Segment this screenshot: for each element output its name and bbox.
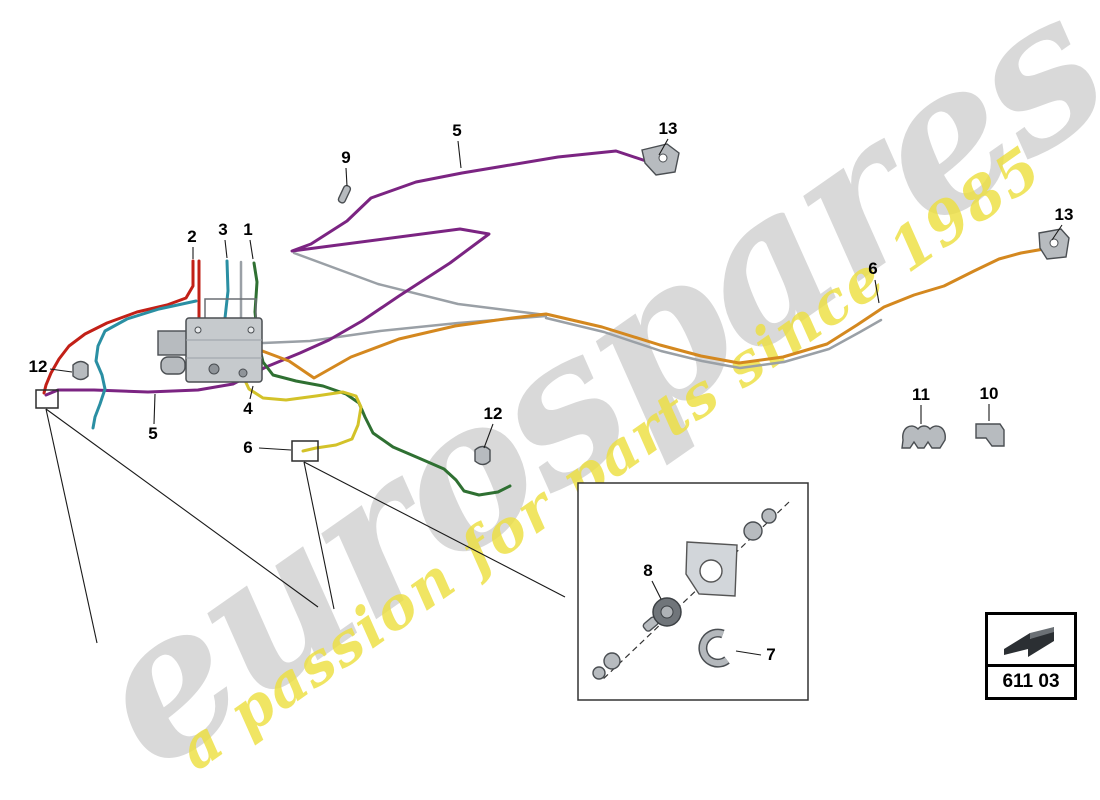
brake-servo-unit [157, 298, 263, 383]
union-fitting-top [761, 508, 777, 524]
pipe-teal-branch [91, 299, 198, 430]
callout-2: 2 [187, 227, 197, 246]
pipe-orange [255, 247, 1046, 380]
pump-bolt [238, 368, 248, 378]
union-fitting-top [743, 521, 763, 541]
pipe-red [42, 259, 195, 395]
callout-12-center: 12 [483, 404, 503, 423]
callout-10: 10 [979, 384, 999, 403]
callout-9: 9 [341, 148, 351, 167]
callout-11: 11 [912, 385, 930, 404]
pin-9-icon [337, 184, 352, 204]
callout-8: 8 [643, 561, 653, 580]
position-box-6 [291, 440, 319, 462]
reservoir-cylinder [160, 356, 186, 375]
callout-12-left: 12 [28, 357, 48, 376]
callout-3: 3 [218, 220, 228, 239]
callout-7: 7 [766, 645, 776, 664]
callout-5-top: 5 [452, 121, 462, 140]
pump-bolt [208, 363, 220, 375]
position-box-12 [35, 389, 59, 409]
pipe-gray-diagonal [292, 251, 548, 317]
part-code: 611 03 [1002, 671, 1060, 692]
leader-fan-lines [45, 408, 566, 644]
direction-arrow-icon [988, 615, 1074, 667]
callout-6-center: 6 [243, 438, 253, 457]
union-fitting-bottom [592, 666, 606, 680]
callout-5-left: 5 [148, 424, 158, 443]
port [194, 326, 202, 334]
master-cylinder [157, 330, 189, 356]
pipe-yellow [235, 350, 363, 453]
clip-12-left-icon [72, 360, 89, 381]
callout-6-right: 6 [868, 259, 878, 278]
abs-block [185, 317, 263, 383]
callout-leaders [49, 138, 1063, 656]
detail-inset [577, 482, 809, 701]
clips-and-brackets [35, 143, 1070, 466]
vacuum-gray-pipes [239, 251, 883, 370]
callout-1: 1 [243, 220, 253, 239]
pipe-purple [44, 149, 651, 397]
clip-10-icon [975, 423, 1005, 447]
port [247, 326, 255, 334]
callout-13-left: 13 [658, 119, 678, 138]
union-fitting-bottom [603, 652, 621, 670]
callout-4: 4 [243, 399, 253, 418]
clip-12-center-icon [474, 445, 491, 466]
clip-11-icon [901, 425, 946, 449]
pipe-gray-rear [544, 316, 883, 370]
pipe-teal [223, 259, 230, 320]
part-code-box: 611 03 [985, 612, 1077, 700]
callout-13-right: 13 [1054, 205, 1074, 224]
